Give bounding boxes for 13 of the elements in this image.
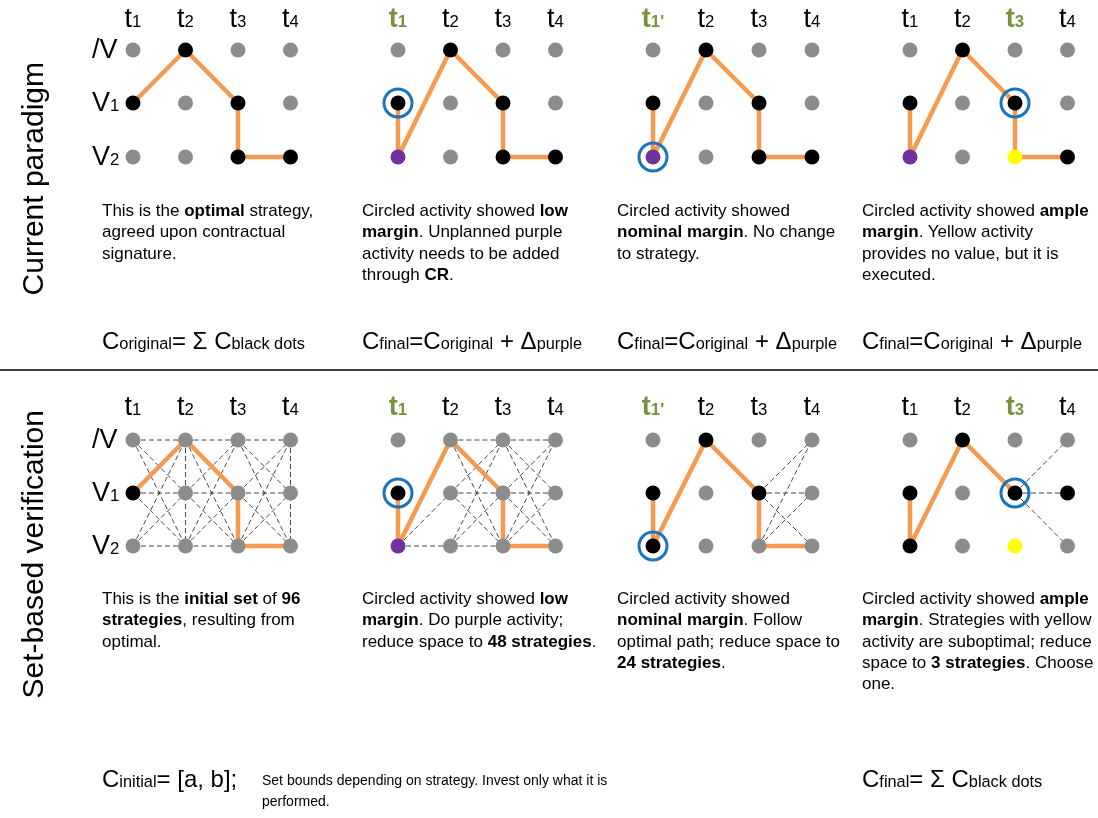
description-text: This is the initial set of 96 strategies, resulting from optimal. [102,588,302,652]
description-text: Circled activity showed low margin. Unplanned purple activity needs to be added through CR. [362,200,569,285]
description-text: Circled activity showed ample margin. Yellow activity provides no value, but it is executed. [862,200,1090,285]
row-title: Set-based verification [15,410,50,699]
value-level-label: /V [92,33,118,66]
description-text: Circled activity showed low margin. Do purple activity; reduce space to 48 strategies. [362,588,598,652]
value-level-label: /V [92,423,118,456]
note-text: Set bounds depending on strategy. Invest only what it is performed. [262,771,609,811]
description-text: Circled activity showed nominal margin. No change to strategy. [617,200,837,264]
row-title: Current paradigm [15,62,50,296]
description-text: This is the optimal strategy, agreed upon contractual signature. [102,200,315,264]
description-text: Circled activity showed ample margin. Strategies with yellow activity are suboptimal; reduce space to 3 strategies. Choose one. [862,588,1095,695]
description-text: Circled activity showed nominal margin. Follow optimal path; reduce space to 24 strategies. [617,588,842,673]
